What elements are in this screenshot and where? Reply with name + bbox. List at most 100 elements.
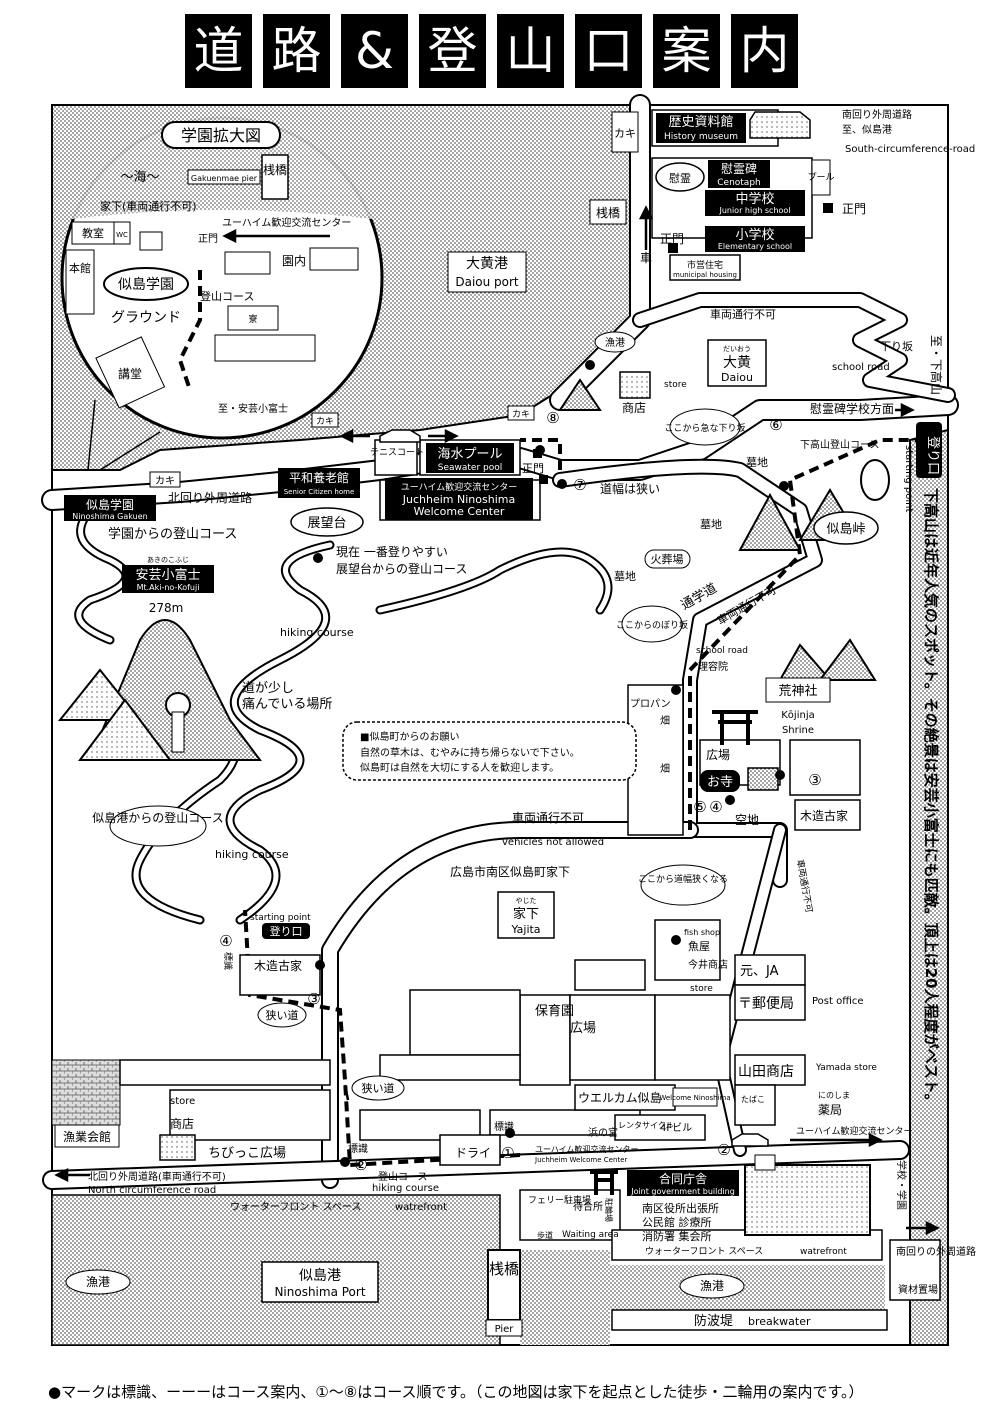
kaki-label-4: カキ xyxy=(512,409,530,420)
shop-building xyxy=(159,371,651,1161)
junior-high-label: 中学校 xyxy=(735,191,774,207)
hiking-course-label-1: hiking course xyxy=(280,626,354,639)
main-gate-label: 正門 xyxy=(842,202,866,216)
course-number-8: ⑧ xyxy=(546,409,559,427)
inset-pier-en: Gakuenmae pier xyxy=(191,174,258,183)
yamada-en: Yamada store xyxy=(815,1063,877,1073)
daiou-port-label: 大黄港 xyxy=(466,255,508,272)
post-office-en: Post office xyxy=(812,996,864,1007)
signpost-label-2: 標識 xyxy=(494,1120,514,1133)
inset-labels: 学園拡大図 〜海〜 Gakuenmae pier 桟橋 家下(車両通行不可) ユ… xyxy=(65,121,359,415)
course-number-2b: ② xyxy=(354,1156,367,1174)
title-char: 口 xyxy=(575,14,642,88)
course-number-5: ⑤ xyxy=(693,798,706,816)
course-numbers: ① ② ② ③ ③ ④ ④ ⑤ ⑥ ⑦ ⑧ xyxy=(219,409,821,1174)
narrow-path-label-1: 狭い道 xyxy=(266,1008,299,1022)
waterfront-en-1: watrefront xyxy=(395,1202,447,1213)
downhill-label: 下り坂 xyxy=(880,340,913,353)
pharmacy-label: 薬局 xyxy=(818,1103,842,1117)
school-course-label: 学園からの登山コース xyxy=(108,526,237,542)
fishing-port-water xyxy=(610,1265,885,1310)
main-gate-label-3: 正門 xyxy=(522,462,544,475)
materials-label: 資材置場 xyxy=(898,1283,938,1296)
welcome-center-en-3: Juchheim Welcome Center xyxy=(534,1156,627,1164)
pier-en: Pier xyxy=(495,1324,515,1335)
uphill-label: ここからのぼり坂 xyxy=(616,620,688,631)
kaki-label-2: カキ xyxy=(155,475,175,487)
starting-point-label-left: starting point xyxy=(250,913,311,923)
title-char: 登 xyxy=(419,14,486,88)
narrow-from-here-label: ここから道幅狭くなる xyxy=(638,873,728,885)
field-label-2: 畑 xyxy=(660,762,670,775)
ninoshima-port-label: 似島港 xyxy=(299,1268,341,1284)
north-road-en: North circumference road xyxy=(88,1185,216,1196)
cemetery-label-3: 墓地 xyxy=(614,570,636,583)
yajita-en: Yajita xyxy=(510,923,540,936)
walkway-label: 歩道 xyxy=(537,1230,553,1240)
title-char: & xyxy=(341,14,408,88)
ninoshima-gakuen-label: 似島学園 xyxy=(86,497,134,512)
shop-label: 商店 xyxy=(622,400,646,415)
joint-building-label: 合同庁舎 xyxy=(659,1171,707,1186)
daiou-label: 大黄 xyxy=(723,354,751,371)
elementary-label: 小学校 xyxy=(735,227,774,243)
yajita-ruby: やじた xyxy=(516,897,537,905)
barber-label: 理容院 xyxy=(698,660,728,673)
pier-label: 桟橋 xyxy=(596,206,620,220)
right-labels: 登り口 starting point 下高山は近年人気のスポット。その絶景は安芸… xyxy=(903,422,942,1109)
museum-building xyxy=(749,111,811,139)
course-number-1: ① xyxy=(501,1144,514,1162)
store-label-2: store xyxy=(690,984,713,994)
ferry-parking-label: フェリー駐車場 xyxy=(528,1194,591,1206)
pool-label: プール xyxy=(807,172,834,183)
bicycle-parking-label: 駐輪場 xyxy=(604,1198,614,1222)
lower-town-labels: fish shop 魚屋 今井商店 store 元、JA 〒郵便局 Post o… xyxy=(54,928,976,1337)
south-road-end-label: 南回りの外周道路 xyxy=(896,1245,976,1258)
temple-building xyxy=(747,767,779,791)
imai-shop-label: 今井商店 xyxy=(688,958,728,971)
wooden-house-label-2: 木造古家 xyxy=(254,958,302,973)
waterfront-label-2: ウォーターフロント スペース xyxy=(645,1246,763,1257)
pier-label-2: 桟橋 xyxy=(489,1260,519,1278)
joint-building-en: Joint government building xyxy=(630,1187,735,1196)
kaki-label-3: カキ xyxy=(316,416,334,427)
plaza-label-2: 広場 xyxy=(570,1021,596,1036)
narrow-path-label-2: 狭い道 xyxy=(362,1081,395,1095)
hiking-course-label-2: hiking course xyxy=(215,848,289,861)
middle-labels: 墓地 似島峠 墓地 火葬場 墓地 テニスコート 海水プール Seawater p… xyxy=(64,405,879,712)
fuji-label: 安芸小富士 xyxy=(135,567,200,583)
shimotakayama-course-label: 下高山登山コース xyxy=(800,438,880,451)
wooden-house-label-1: 木造古家 xyxy=(800,808,848,823)
welcome-center-jp-2: ユーハイム歓迎交流センター xyxy=(535,1144,639,1154)
kojinja-label: 荒神社 xyxy=(778,683,817,699)
course-number-6: ⑥ xyxy=(769,416,782,434)
cenotaph-en: Cenotaph xyxy=(717,178,761,188)
plaza-label-1: 広場 xyxy=(706,748,730,762)
course-number-2: ② xyxy=(717,1141,730,1159)
climb-course-label: 登山コース xyxy=(378,1170,428,1183)
signpost-label-3: 標識 xyxy=(348,1142,368,1155)
car-icon xyxy=(379,429,769,1147)
school-road-label-2: school road xyxy=(696,646,748,656)
inset-hall: 講堂 xyxy=(118,366,142,381)
crematorium-label: 火葬場 xyxy=(651,553,684,566)
kojinja-en: Kōjinja xyxy=(781,710,814,721)
waiting-area-label: Waiting area xyxy=(562,1230,619,1240)
cemetery-label-2: 墓地 xyxy=(700,518,722,531)
breakwater-label: 防波堤 xyxy=(694,1313,733,1329)
hiking-course-label-3: hiking course xyxy=(372,1183,439,1194)
course-number-4b: ④ xyxy=(709,798,722,816)
address-label: 広島市南区似島町家下 xyxy=(450,864,570,879)
course-number-3b: ③ xyxy=(808,771,821,789)
seawater-pool-en: Seawater pool xyxy=(438,463,503,473)
to-welcome-label: ユーハイム歓迎交流センター xyxy=(796,1125,912,1137)
mt-aki-no-kofuji xyxy=(57,619,262,761)
seawall xyxy=(51,1059,121,1126)
history-museum-en: History museum xyxy=(664,132,738,142)
no-vehicles-label: 車両通行不可 xyxy=(710,307,776,321)
north-road-long-label: 北回り外周道路(車両通行不可) xyxy=(88,1170,226,1183)
heiwa-home-label: 平和養老館 xyxy=(289,470,349,485)
ninoshima-course-label: 似島港からの登山コース xyxy=(92,810,223,825)
cenotaph-stone: 慰霊 xyxy=(669,172,691,185)
